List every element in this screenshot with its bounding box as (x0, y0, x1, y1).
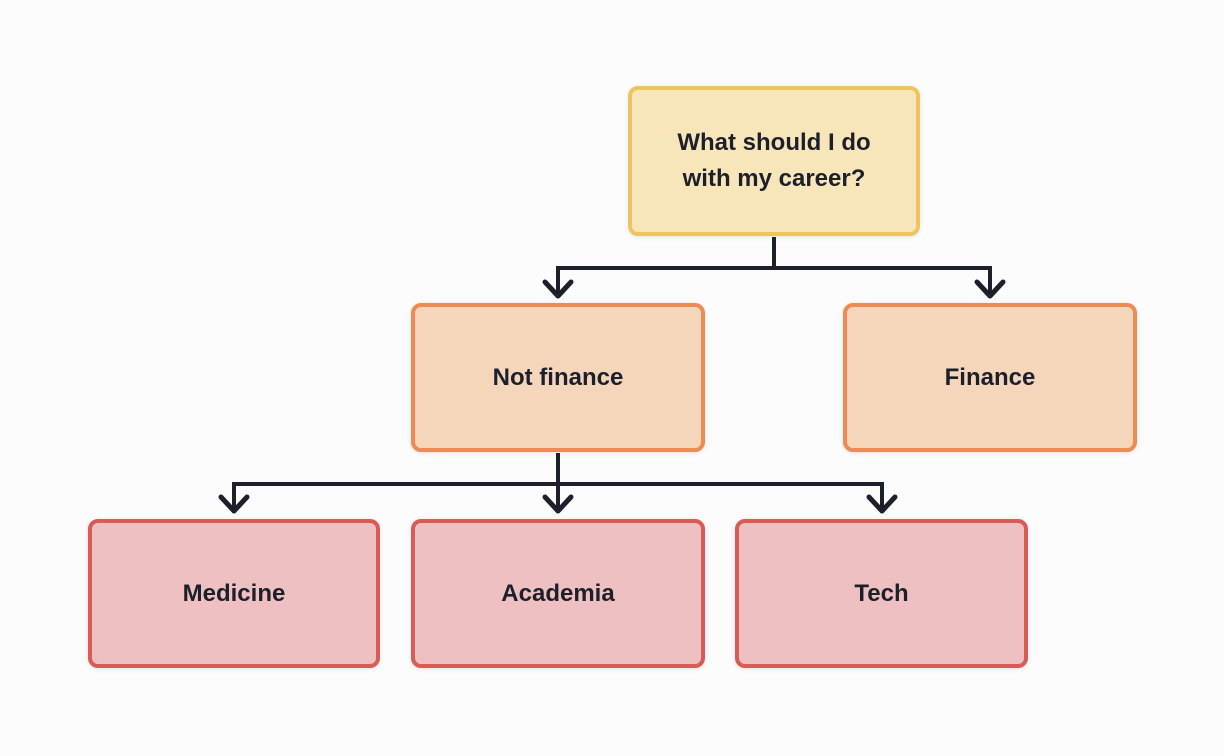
edge-career-to-branches (542, 237, 1006, 299)
node-label: What should I do with my career? (677, 129, 871, 192)
node-label: Finance (944, 363, 1036, 391)
arrowhead-to-finance-icon (974, 279, 1006, 299)
node-label: Not finance (492, 363, 624, 391)
node-not-finance[interactable]: Not finance (411, 303, 705, 452)
arrowhead-to-medicine-icon (218, 494, 250, 514)
node-finance[interactable]: Finance (843, 303, 1137, 452)
node-label: Tech (854, 579, 909, 607)
node-career-question[interactable]: What should I do with my career? (628, 86, 920, 236)
node-medicine[interactable]: Medicine (88, 519, 380, 668)
node-academia[interactable]: Academia (411, 519, 705, 668)
edge-notfinance-to-leaves (218, 453, 898, 514)
node-label: Academia (501, 579, 615, 607)
arrowhead-to-not-finance-icon (542, 279, 574, 299)
arrowhead-to-academia-icon (542, 494, 574, 514)
node-label: Medicine (182, 579, 286, 607)
arrowhead-to-tech-icon (866, 494, 898, 514)
node-tech[interactable]: Tech (735, 519, 1028, 668)
edge-rail-career (556, 266, 992, 294)
edge-rail-not-finance (232, 482, 884, 508)
